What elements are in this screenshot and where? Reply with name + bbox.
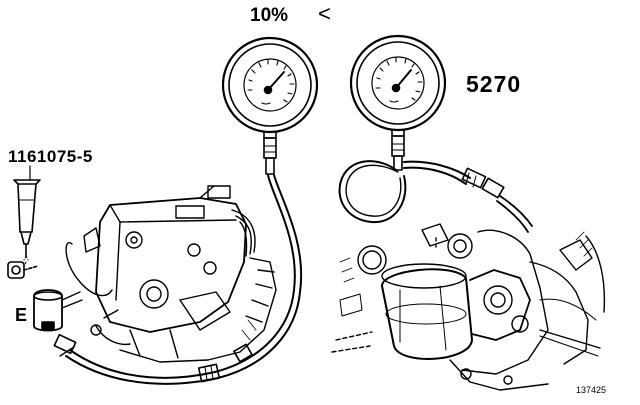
connector-part bbox=[34, 290, 82, 331]
left-gauge-hose bbox=[54, 175, 301, 384]
left-hose-fitting bbox=[199, 364, 220, 381]
percent-label: 10% bbox=[250, 5, 289, 26]
right-hose-fitting bbox=[462, 168, 485, 187]
oil-filter bbox=[382, 269, 472, 359]
shading-hatch bbox=[242, 232, 592, 340]
tube-tool-id-label: 1161075-5 bbox=[8, 147, 93, 166]
right-gauge-ticks bbox=[376, 58, 422, 100]
left-engine-assembly bbox=[66, 186, 276, 362]
figure-number-label: 137425 bbox=[576, 385, 607, 395]
left-gauge-hub bbox=[265, 87, 272, 94]
right-pressure-gauge bbox=[351, 36, 445, 170]
right-gauge-hose bbox=[340, 161, 532, 232]
left-gauge-nut bbox=[264, 138, 276, 158]
right-engine-assembly bbox=[332, 224, 604, 390]
right-gauge-hub bbox=[393, 85, 400, 92]
left-pressure-gauge bbox=[223, 38, 317, 174]
filter-mount-ring bbox=[358, 246, 386, 274]
left-gauge-ticks bbox=[248, 60, 294, 102]
less-than-symbol: < bbox=[318, 1, 331, 26]
marker-e-label: E bbox=[15, 305, 28, 325]
right-gauge-nut bbox=[392, 136, 404, 156]
gauge-tool-id-label: 5270 bbox=[466, 71, 522, 97]
drain-plug bbox=[8, 262, 38, 278]
sealant-tube bbox=[14, 166, 40, 266]
